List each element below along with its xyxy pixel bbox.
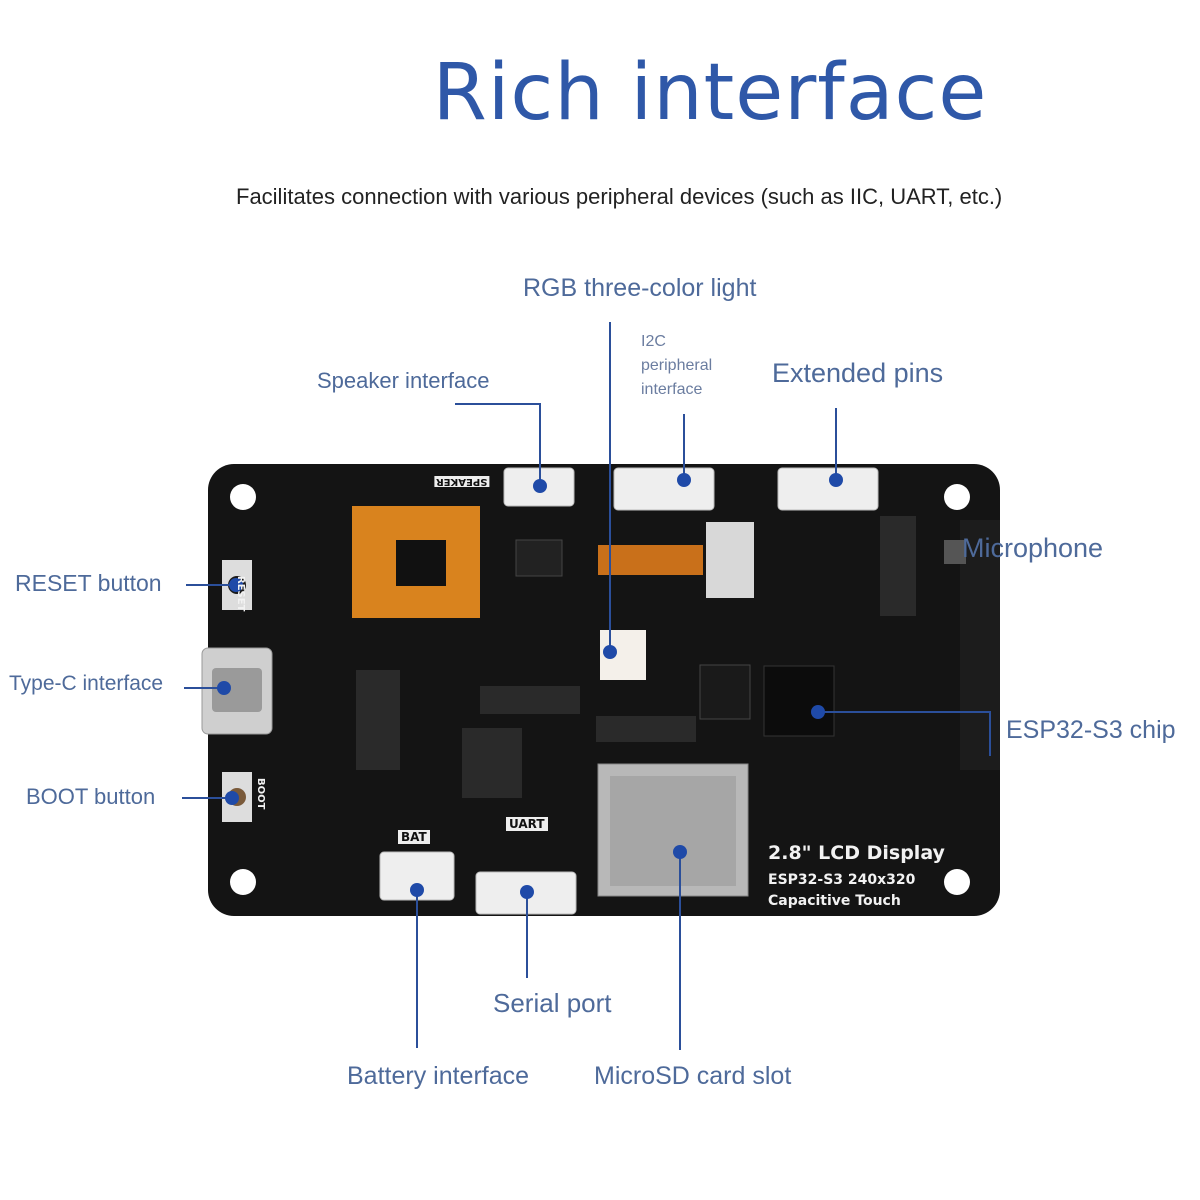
silk-boot: BOOT	[255, 778, 266, 810]
amp-chip	[515, 539, 563, 577]
label-microphone: Microphone	[962, 533, 1104, 563]
type-c-inner	[212, 668, 262, 712]
dot-ext	[829, 473, 843, 487]
label-battery: Battery interface	[347, 1062, 530, 1090]
microsd-inner	[610, 776, 736, 886]
dot-esp32	[811, 705, 825, 719]
label-reset: RESET button	[15, 570, 162, 596]
component-grid-2	[596, 716, 696, 742]
silk-lcd-title: 2.8" LCD Display	[768, 842, 945, 864]
fpc-connector	[706, 522, 754, 598]
flash-chip	[699, 664, 751, 720]
label-type-c: Type-C interface	[9, 672, 164, 695]
label-esp32: ESP32-S3 chip	[1006, 716, 1176, 744]
touch-ic	[396, 540, 446, 586]
label-rgb-light: RGB three-color light	[523, 274, 757, 302]
component-grid-4	[462, 728, 522, 798]
i2c-connector	[613, 467, 715, 511]
label-speaker: Speaker interface	[317, 368, 490, 393]
esp32-chip	[763, 665, 835, 737]
dot-boot	[225, 791, 239, 805]
component-grid-5	[880, 516, 916, 616]
microphone-part	[944, 540, 966, 564]
dot-typec	[217, 681, 231, 695]
flex-ribbon	[598, 545, 703, 575]
silk-reset: RESET	[235, 576, 246, 612]
page-title: Rich interface	[432, 48, 988, 138]
mount-hole-tl	[230, 484, 256, 510]
dot-reset	[229, 578, 243, 592]
silk-lcd-touch: Capacitive Touch	[768, 893, 901, 909]
leader-esp32	[818, 711, 991, 756]
component-grid-3	[356, 670, 400, 770]
silk-lcd-spec: ESP32-S3 240x320	[768, 872, 916, 888]
silk-uart: UART	[506, 817, 548, 831]
dot-battery	[410, 883, 424, 897]
leader-lines	[182, 322, 991, 1050]
silk-speaker: SPEAKER	[434, 476, 490, 487]
page-subtitle: Facilitates connection with various peri…	[236, 184, 1003, 209]
mount-hole-tr	[944, 484, 970, 510]
leader-dots	[217, 473, 843, 899]
pcb-right-edge	[960, 520, 1000, 770]
dot-rgb	[603, 645, 617, 659]
dot-serial	[520, 885, 534, 899]
component-grid-1	[480, 686, 580, 714]
leader-speaker	[455, 403, 541, 486]
dot-speaker	[533, 479, 547, 493]
silk-bat: BAT	[398, 830, 430, 844]
mount-hole-br	[944, 869, 970, 895]
dot-i2c	[677, 473, 691, 487]
label-boot: BOOT button	[26, 784, 156, 809]
label-microsd: MicroSD card slot	[594, 1062, 792, 1090]
label-extended-pins: Extended pins	[772, 358, 944, 388]
mount-hole-bl	[230, 869, 256, 895]
label-i2c: I2C peripheral interface	[641, 333, 713, 398]
ext-pin-connector	[777, 467, 879, 511]
label-serial-port: Serial port	[493, 988, 612, 1018]
dot-microsd	[673, 845, 687, 859]
